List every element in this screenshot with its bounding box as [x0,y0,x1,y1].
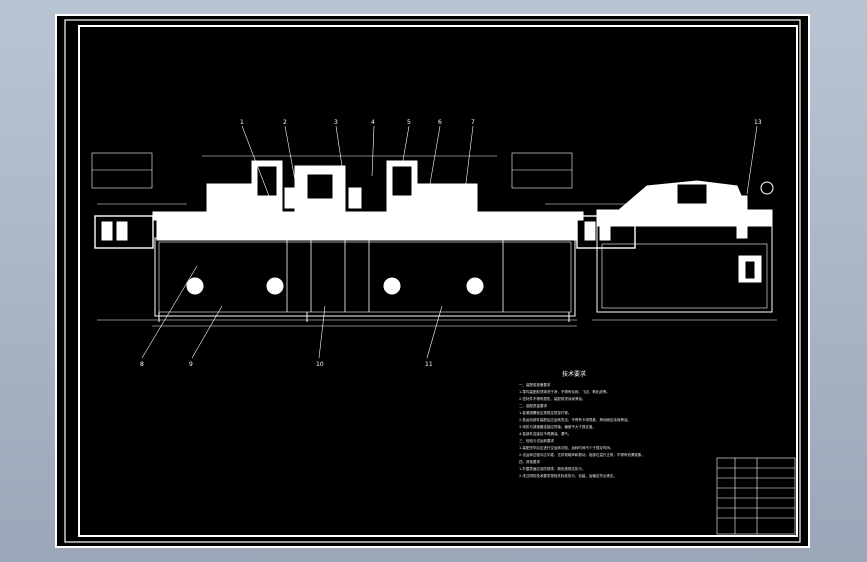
drawing-sheet: 1 2 3 4 5 6 7 8 9 10 11 13 技术要求 一、装配前准备要… [55,14,810,548]
cad-drawing: 1 2 3 4 5 6 7 8 9 10 11 13 技术要求 一、装配前准备要… [64,19,801,543]
tech-req-line: 三、检验与试运转要求 [519,438,554,443]
tech-requirements-title: 技术要求 [562,370,586,378]
tech-requirements: 技术要求 一、装配前准备要求 1.零件装配前须清洗干净，不得有毛刺、飞边、氧化皮… [519,370,645,478]
callout-3: 3 [334,119,338,126]
drawing-border [78,25,798,537]
callout-8: 8 [140,361,144,368]
front-view [91,125,637,359]
tech-req-line: 1.装配完毕后应进行空运转试验，运转时间不少于规定时间。 [519,445,613,450]
callout-6: 6 [438,119,442,126]
side-view [592,125,777,321]
callout-10: 10 [316,361,324,368]
callout-5: 5 [407,119,411,126]
tech-req-line: 2.试运转过程中应平稳，无异常噪声和振动，各部位温升正常，不得有泄漏现象。 [519,452,645,457]
tech-req-line: 2.密封件不得有损伤，装配前须涂润滑油。 [519,396,585,401]
title-block [716,457,796,535]
callout-13: 13 [754,119,762,126]
tech-req-line: 一、装配前准备要求 [519,382,551,387]
callout-11: 11 [425,361,433,368]
tech-req-line: 二、装配质量要求 [519,403,547,408]
tech-req-line: 2.未注明的技术要求按相关标准执行，包装、运输应符合规定。 [519,473,617,478]
tech-req-line: 2.各运动部件装配后应运转灵活，不得有卡滞现象，滑动面应涂润滑油。 [519,417,631,422]
tech-req-line: 四、其他要求 [519,459,540,464]
callout-labels: 1 2 3 4 5 6 7 8 9 10 11 13 [140,119,762,368]
tech-req-line: 4.各部件连接处不得漏油、漏气。 [519,431,571,436]
callout-7: 7 [471,119,475,126]
tech-req-line: 1.零件装配前须清洗干净，不得有毛刺、飞边、氧化皮等。 [519,389,610,394]
callout-2: 2 [283,119,287,126]
tech-req-line: 3.电机与减速器连接应同轴，偏差不大于规定值。 [519,424,596,429]
tech-req-line: 1.外露表面应涂防锈漆，颜色按规定执行。 [519,466,585,471]
callout-9: 9 [189,361,193,368]
callout-1: 1 [240,119,244,126]
callout-4: 4 [371,119,375,126]
tech-req-line: 1.各紧固螺栓应按规定扭矩拧紧。 [519,410,571,415]
